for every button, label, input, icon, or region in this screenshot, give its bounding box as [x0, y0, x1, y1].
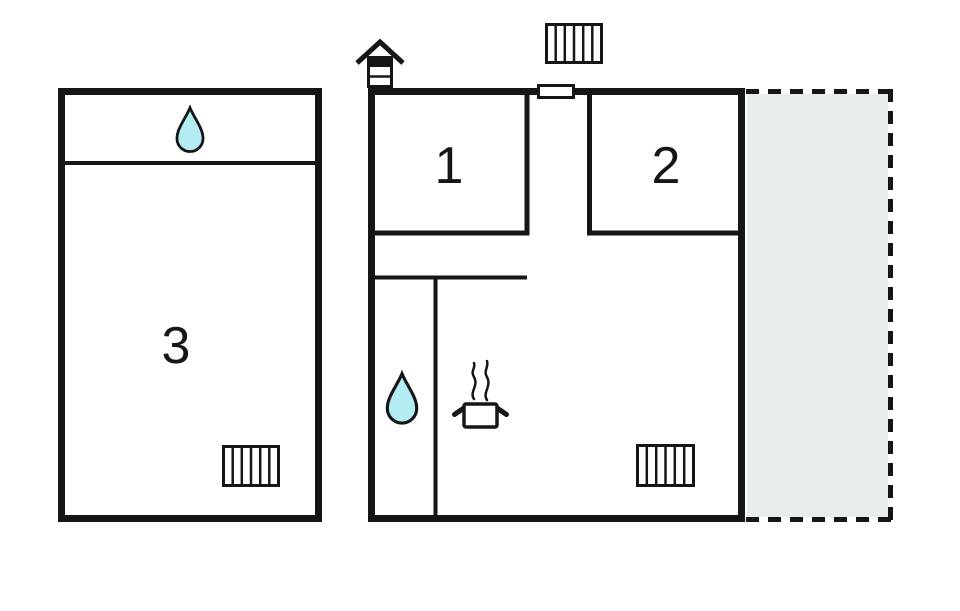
water-drop-icon [175, 104, 205, 153]
door-icon [537, 84, 575, 99]
building-left: 3 [58, 88, 322, 522]
outer-wall [368, 88, 745, 522]
steam-icon [471, 359, 490, 402]
chimney-icon [355, 38, 405, 88]
room-label: 3 [162, 317, 191, 375]
radiator-icon [222, 445, 280, 487]
building-right: 1 2 [368, 84, 745, 522]
terrace-fill [747, 94, 888, 517]
room-label: 2 [652, 137, 681, 195]
radiator-icon [545, 23, 603, 64]
cooking-pot-icon [452, 359, 509, 429]
water-drop-icon [385, 369, 419, 425]
radiator-icon [636, 444, 695, 487]
terrace-area [746, 89, 893, 522]
room-label: 1 [435, 137, 464, 195]
